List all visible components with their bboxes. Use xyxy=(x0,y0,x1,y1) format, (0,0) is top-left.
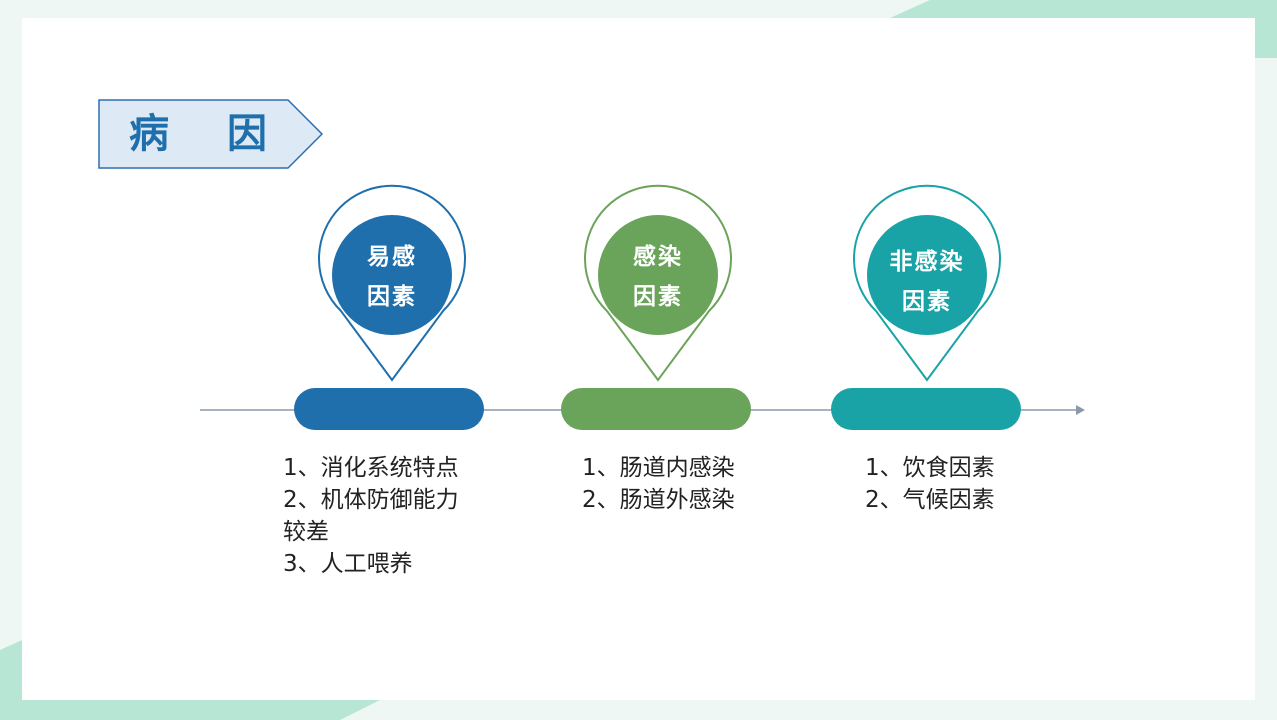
timeline-pill-2 xyxy=(561,388,751,430)
list-item: 2、机体防御能力 xyxy=(283,487,459,513)
pin-label-infection: 感染 因素 xyxy=(593,237,723,317)
pin-label-line: 因素 xyxy=(367,284,417,310)
page-title: 病 因 xyxy=(129,111,289,157)
list-item: 1、肠道内感染 xyxy=(582,455,735,481)
pin-label-line: 因素 xyxy=(633,284,683,310)
pin-label-line: 易感 xyxy=(367,244,417,270)
list-item: 2、气候因素 xyxy=(865,487,995,513)
list-item: 1、饮食因素 xyxy=(865,455,995,481)
list-item: 3、人工喂养 xyxy=(283,551,413,577)
pin-marker-susceptibility xyxy=(318,184,466,382)
pin-label-non-infection: 非感染 因素 xyxy=(862,242,992,322)
list-item: 1、消化系统特点 xyxy=(283,455,459,481)
pin-label-line: 非感染 xyxy=(889,249,965,275)
list-item: 较差 xyxy=(283,519,329,545)
pin-marker-non-infection xyxy=(853,184,1001,382)
pin-label-susceptibility: 易感 因素 xyxy=(327,237,457,317)
pin-label-line: 感染 xyxy=(633,244,683,270)
timeline-arrowhead xyxy=(1076,405,1085,415)
list-item: 2、肠道外感染 xyxy=(582,487,735,513)
list-non-infection-factors: 1、饮食因素 2、气候因素 xyxy=(865,452,995,516)
timeline-pill-3 xyxy=(831,388,1021,430)
pin-marker-infection xyxy=(584,184,732,382)
title-banner xyxy=(98,99,324,169)
list-infection-factors: 1、肠道内感染 2、肠道外感染 xyxy=(582,452,735,516)
list-susceptibility-factors: 1、消化系统特点 2、机体防御能力 较差 3、人工喂养 xyxy=(283,452,459,580)
timeline-pill-1 xyxy=(294,388,484,430)
pin-label-line: 因素 xyxy=(902,289,952,315)
